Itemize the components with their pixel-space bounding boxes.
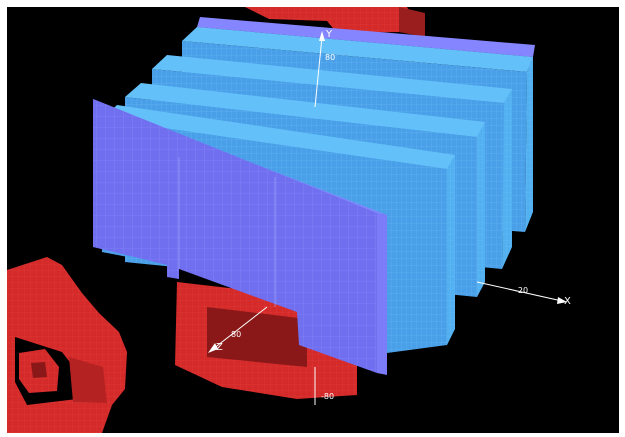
x-axis-tick-label: -20 [515,286,528,295]
y-axis-tick-label: 80 [325,53,335,62]
x-axis-label: X [564,296,571,307]
y-axis-label: Y [325,29,333,40]
z-axis-line [212,306,268,350]
mesh-scene: Y 80 X -20 Z 80 -80 [7,7,571,433]
y-axis-line [314,36,323,108]
x-axis-arrow [557,297,567,304]
z-axis-label: Z [216,342,223,353]
front-plate [93,99,387,375]
z-axis-tick-label: 80 [231,330,241,339]
y-axis-lower-tick-label: -80 [321,392,334,401]
z-axis-arrow [208,343,218,353]
coil-left [7,257,127,433]
axis-gizmo: Y 80 X -20 Z 80 -80 [208,29,571,405]
coil-top [235,7,425,37]
x-axis-line [476,281,563,302]
3d-viewport[interactable]: Y 80 X -20 Z 80 -80 [7,7,619,433]
y-axis-arrow [319,31,325,41]
